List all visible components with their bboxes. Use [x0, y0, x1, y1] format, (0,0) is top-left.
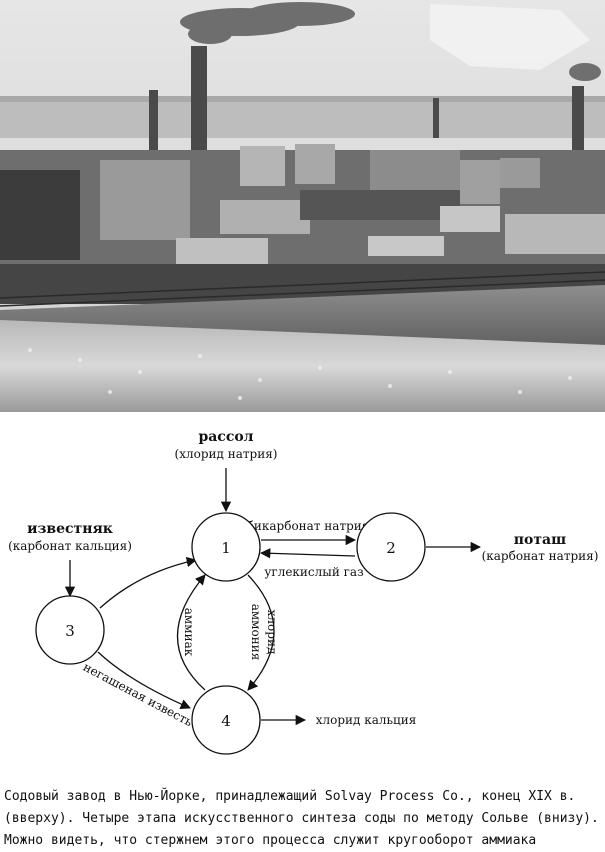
- process-nodes: 1 2 3 4: [35, 512, 426, 755]
- node-3-label: 3: [65, 622, 75, 640]
- node-1: [191, 512, 261, 582]
- bicarbonate-label: бикарбонат натрия: [247, 519, 370, 533]
- ammonia-label: аммиак: [182, 608, 196, 657]
- node-4-label: 4: [221, 712, 231, 730]
- brine-label: рассол: [198, 429, 253, 445]
- arrow-4-to-1-ammonia: [177, 574, 206, 691]
- quicklime-label: негашеная известь: [81, 660, 195, 730]
- figure-caption: Содовый завод в Нью-Йорке, принадлежащий…: [4, 786, 602, 852]
- node-4: [191, 685, 261, 755]
- caption-line-3: Можно видеть, что стержнем этого процесс…: [4, 833, 537, 848]
- arrow-2-to-1: [259, 548, 356, 559]
- solvay-process-diagram: рассол (хлорид натрия) известняк (карбон…: [8, 429, 599, 755]
- limestone-label: известняк: [27, 521, 113, 537]
- potash-label: поташ: [514, 532, 566, 548]
- factory-photo: [0, 0, 605, 412]
- node-2: [356, 512, 426, 582]
- arrow-1-to-4-ammonium-chloride: [247, 574, 275, 691]
- process-arrows: [64, 468, 482, 726]
- caption-line-2: (вверху). Четыре этапа искусственного си…: [4, 811, 599, 826]
- potash-sublabel: (карбонат натрия): [482, 549, 599, 563]
- node-2-label: 2: [386, 539, 396, 557]
- node-3: [35, 595, 105, 665]
- arrow-3-to-1: [99, 556, 198, 609]
- co2-label: углекислый газ: [264, 565, 363, 579]
- smoke-plumes: [180, 2, 601, 81]
- limestone-sublabel: (карбонат кальция): [8, 539, 132, 553]
- caption-line-1: Содовый завод в Нью-Йорке, принадлежащий…: [4, 789, 576, 804]
- factory-buildings: [0, 144, 605, 270]
- brine-sublabel: (хлорид натрия): [175, 447, 278, 461]
- arrow-3-to-4: [97, 651, 191, 710]
- ammonium-chloride-label-1: хлорид: [265, 610, 279, 655]
- node-1-label: 1: [221, 539, 231, 557]
- calcium-chloride-label: хлорид кальция: [316, 713, 417, 727]
- ammonium-chloride-label-2: аммония: [249, 604, 263, 661]
